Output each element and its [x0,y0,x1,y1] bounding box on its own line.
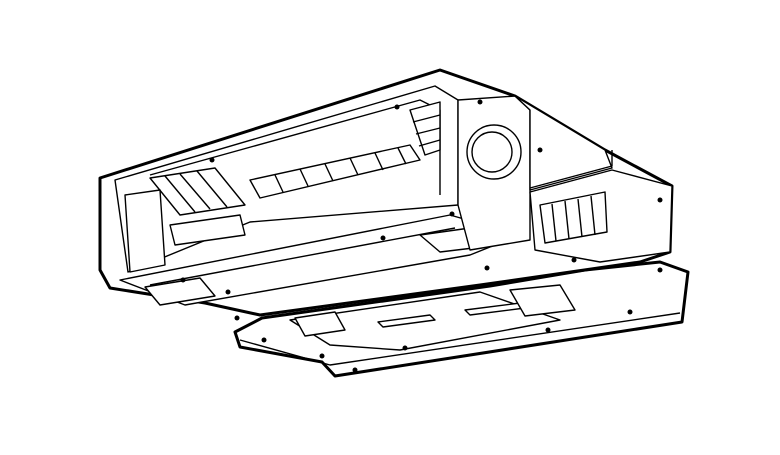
rear-vent-box [539,191,608,244]
top-vent-slats [249,144,421,199]
rear-seam [529,150,613,189]
rear-block [514,95,613,191]
screw-holes [180,99,663,373]
front-rail-edge [149,227,456,286]
right-top-vent-slats [409,101,441,156]
base-plate-edge [239,312,681,366]
tray-slot-left [377,314,436,328]
left-vent-slats [149,167,246,216]
base-bracket-left [294,311,346,337]
left-side-recess [124,189,166,273]
base-bracket-right [509,284,576,317]
round-port-inner [471,131,513,173]
left-side-slot [169,214,246,246]
